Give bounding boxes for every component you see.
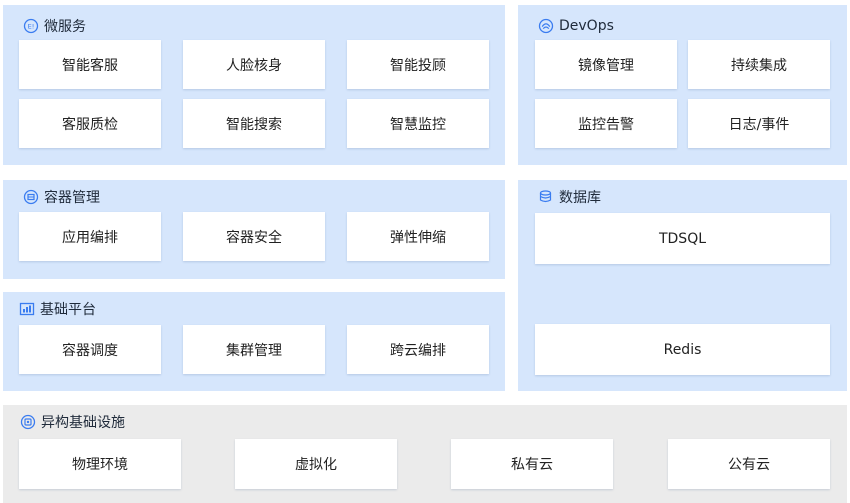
microservices-panel: E! 微服务 智能客服 人脸核身 智能投顾 客服质检 智能搜索 智慧监控 bbox=[3, 5, 505, 165]
container-icon bbox=[23, 189, 39, 205]
microservice-item-cs-qa[interactable]: 客服质检 bbox=[19, 99, 161, 148]
devops-item-logs-events[interactable]: 日志/事件 bbox=[688, 99, 830, 148]
infrastructure-icon bbox=[20, 414, 36, 430]
platform-item-cluster-mgmt[interactable]: 集群管理 bbox=[183, 325, 325, 374]
container-header: 容器管理 bbox=[23, 187, 100, 207]
microservice-item-smart-monitor[interactable]: 智慧监控 bbox=[347, 99, 489, 148]
microservices-header: E! 微服务 bbox=[23, 16, 86, 36]
platform-header: 基础平台 bbox=[19, 299, 96, 319]
microservice-item-smart-search[interactable]: 智能搜索 bbox=[183, 99, 325, 148]
microservice-item-robo-advisor[interactable]: 智能投顾 bbox=[347, 40, 489, 89]
platform-panel: 基础平台 容器调度 集群管理 跨云编排 bbox=[3, 292, 505, 391]
database-icon bbox=[538, 189, 554, 205]
microservice-item-smart-cs[interactable]: 智能客服 bbox=[19, 40, 161, 89]
platform-icon bbox=[19, 301, 35, 317]
microservice-icon: E! bbox=[23, 18, 39, 34]
container-item-autoscaling[interactable]: 弹性伸缩 bbox=[347, 212, 489, 261]
database-item-tdsql[interactable]: TDSQL bbox=[535, 213, 830, 264]
microservice-item-face-verify[interactable]: 人脸核身 bbox=[183, 40, 325, 89]
platform-item-scheduling[interactable]: 容器调度 bbox=[19, 325, 161, 374]
infra-item-private-cloud[interactable]: 私有云 bbox=[451, 439, 613, 489]
database-header: 数据库 bbox=[538, 187, 601, 207]
devops-panel: DevOps 镜像管理 持续集成 监控告警 日志/事件 bbox=[518, 5, 847, 165]
container-item-orchestration[interactable]: 应用编排 bbox=[19, 212, 161, 261]
infra-item-physical[interactable]: 物理环境 bbox=[19, 439, 181, 489]
infrastructure-panel: 异构基础设施 物理环境 虚拟化 私有云 公有云 bbox=[3, 405, 847, 503]
devops-icon bbox=[538, 18, 554, 34]
devops-header: DevOps bbox=[538, 16, 614, 36]
container-title: 容器管理 bbox=[44, 190, 100, 206]
infrastructure-header: 异构基础设施 bbox=[20, 412, 125, 432]
microservices-title: 微服务 bbox=[44, 19, 86, 35]
infra-item-virtualization[interactable]: 虚拟化 bbox=[235, 439, 397, 489]
svg-text:E!: E! bbox=[28, 23, 35, 31]
database-title: 数据库 bbox=[559, 190, 601, 206]
devops-item-ci[interactable]: 持续集成 bbox=[688, 40, 830, 89]
infrastructure-title: 异构基础设施 bbox=[41, 415, 125, 431]
database-panel: 数据库 TDSQL Redis bbox=[518, 180, 847, 391]
database-item-redis[interactable]: Redis bbox=[535, 324, 830, 375]
platform-item-cross-cloud[interactable]: 跨云编排 bbox=[347, 325, 489, 374]
devops-item-image-mgmt[interactable]: 镜像管理 bbox=[535, 40, 677, 89]
devops-item-alerts[interactable]: 监控告警 bbox=[535, 99, 677, 148]
devops-title: DevOps bbox=[559, 18, 614, 34]
container-item-security[interactable]: 容器安全 bbox=[183, 212, 325, 261]
infra-item-public-cloud[interactable]: 公有云 bbox=[668, 439, 830, 489]
platform-title: 基础平台 bbox=[40, 302, 96, 318]
container-panel: 容器管理 应用编排 容器安全 弹性伸缩 bbox=[3, 180, 505, 279]
